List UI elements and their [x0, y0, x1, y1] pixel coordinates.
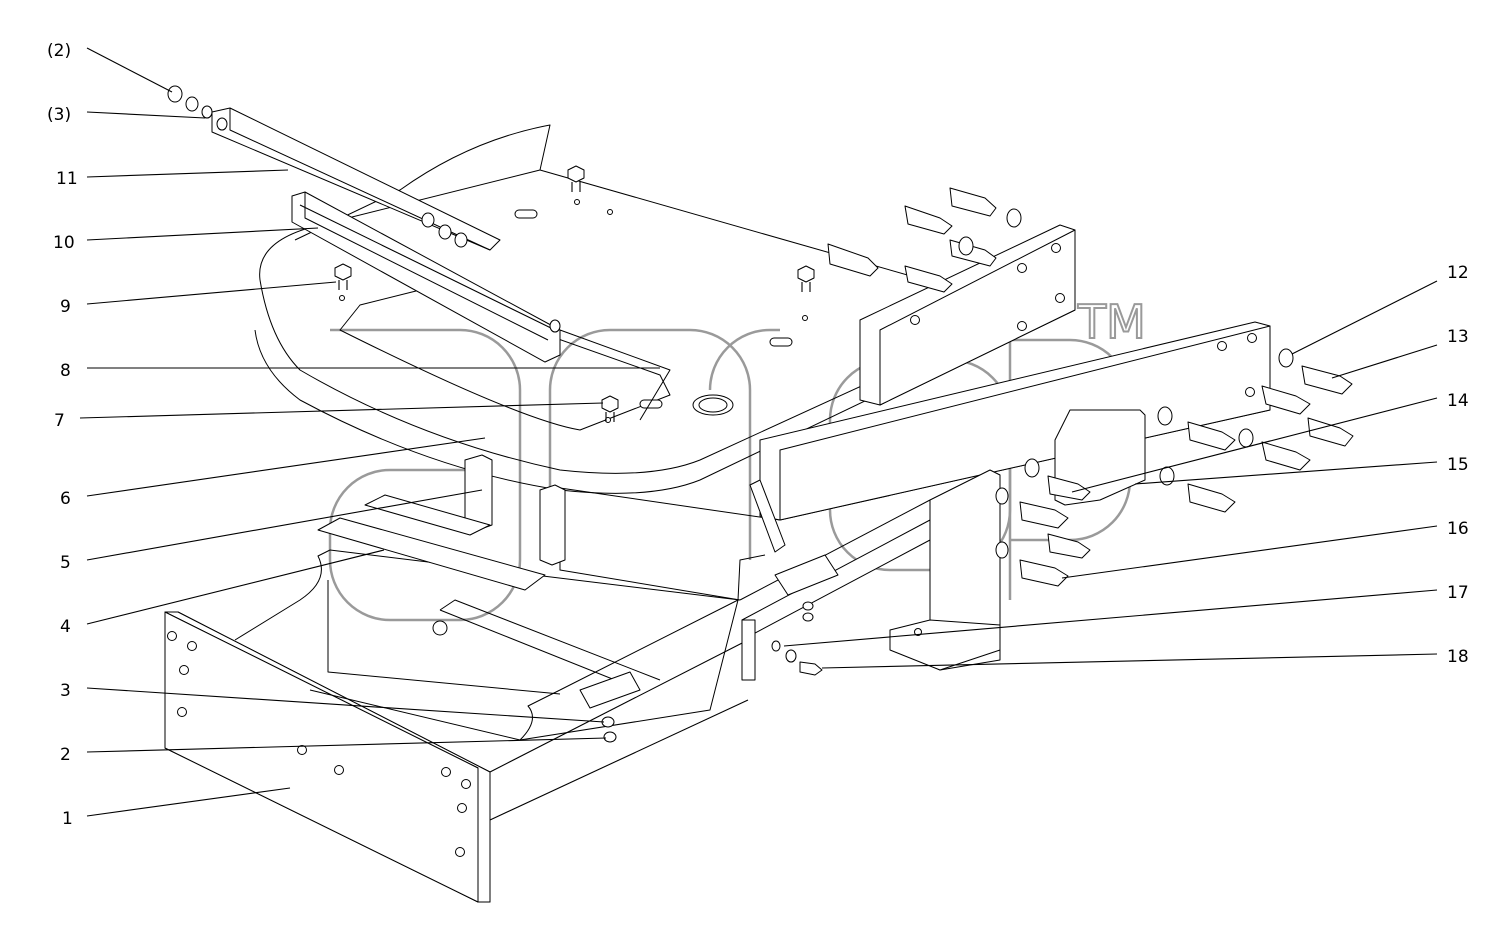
top-bolt-icon: [334, 165, 815, 422]
callout-4: 4: [60, 617, 71, 637]
part-4-strip: [317, 517, 546, 591]
callout-6: 6: [60, 489, 71, 509]
callout-18: 18: [1447, 647, 1469, 667]
callout-13: 13: [1447, 327, 1469, 347]
callout-2-paren: (2): [47, 41, 71, 61]
callout-2: 2: [60, 745, 71, 765]
callout-9: 9: [60, 297, 71, 317]
bolt-icon: [799, 187, 1354, 676]
center-post: [539, 479, 786, 566]
callout-10: 10: [53, 233, 75, 253]
callout-3-paren: (3): [47, 105, 71, 125]
watermark-trademark: TM: [1077, 295, 1146, 349]
part-11-bracket: [211, 107, 671, 421]
callout-1: 1: [62, 809, 73, 829]
rear-mount-plates: [759, 224, 1271, 671]
bolts-group: [167, 85, 1354, 743]
callout-5: 5: [60, 553, 71, 573]
callout-17: 17: [1447, 583, 1469, 603]
washer-icon: [601, 208, 1294, 743]
callout-11: 11: [56, 169, 78, 189]
callout-8: 8: [60, 361, 71, 381]
callout-14: 14: [1447, 391, 1469, 411]
nut-icon: [167, 85, 561, 333]
callout-7: 7: [54, 411, 65, 431]
leader-lines: [79, 47, 1438, 817]
callout-3: 3: [60, 681, 71, 701]
part-1-front-beam: [164, 611, 749, 903]
callout-12: 12: [1447, 263, 1469, 283]
callout-15: 15: [1447, 455, 1469, 475]
callout-16: 16: [1447, 519, 1469, 539]
callout-labels: (2) (3) 11 10 9 8 7 6 5 4 3 2 1 12 13 14…: [47, 41, 1469, 829]
